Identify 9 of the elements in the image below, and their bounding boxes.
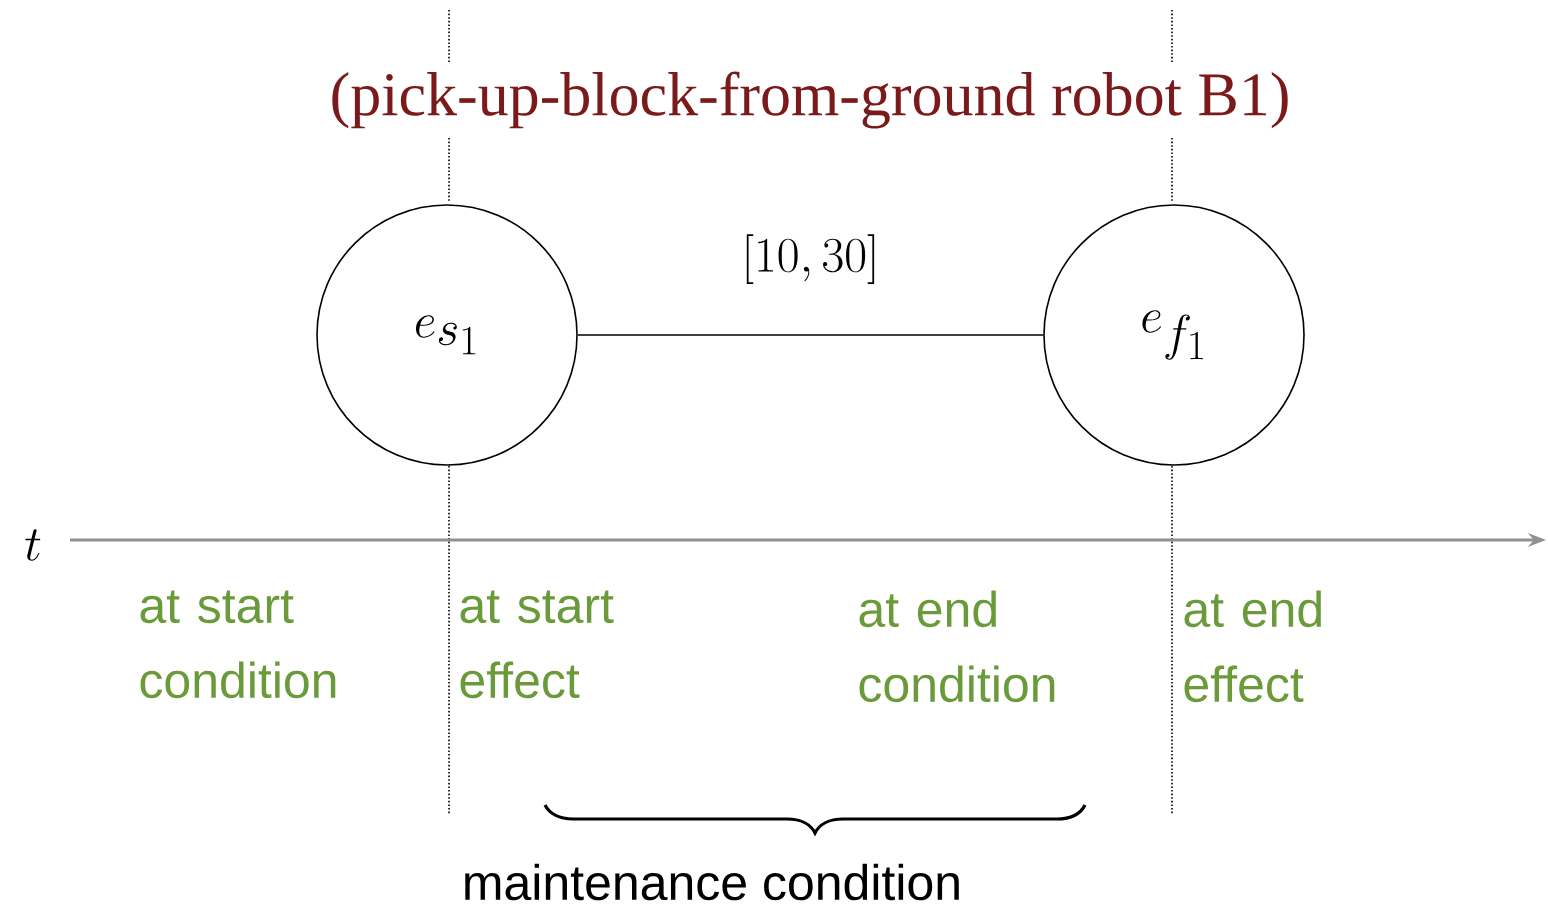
phase-label: at end effect <box>1184 590 1321 703</box>
phase-label: at start effect <box>460 590 614 699</box>
brace-label: maintenance condition <box>465 863 959 901</box>
edge-label: $[10, 30]$ <box>746 234 875 284</box>
phase-label: at start condition <box>140 590 336 699</box>
phase-label: at end condition <box>859 590 1055 703</box>
title: (pick-up-block-from-ground robot B1) <box>332 71 1288 129</box>
axis-label: $t$ <box>25 529 41 561</box>
connector-line <box>577 334 1044 336</box>
